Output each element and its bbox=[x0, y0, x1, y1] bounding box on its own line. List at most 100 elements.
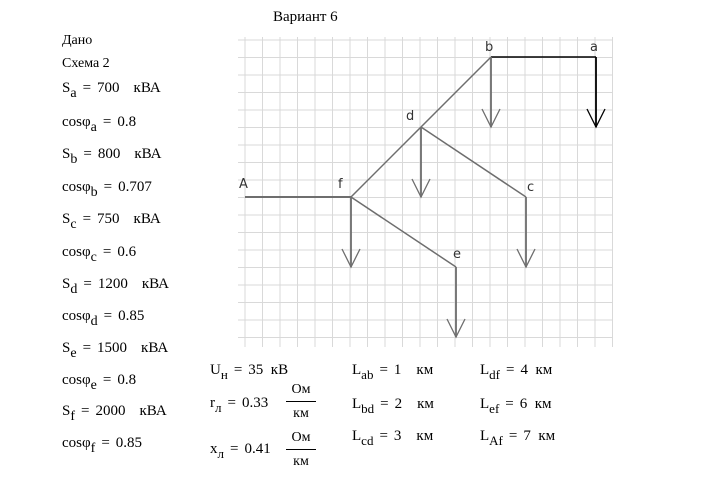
param-symbol: S bbox=[62, 211, 71, 227]
load-param-row: cosφf=0.85 bbox=[62, 435, 143, 456]
param-symbol: cosφ bbox=[62, 435, 91, 451]
param-value: 2000 bbox=[95, 403, 126, 419]
length-value: 6 bbox=[519, 396, 528, 412]
reactance-unit-denominator: км bbox=[293, 454, 309, 469]
equals-sign: = bbox=[81, 403, 90, 419]
param-symbol: S bbox=[62, 276, 71, 292]
param-value: 800 bbox=[97, 146, 121, 162]
branch-fd bbox=[350, 126, 422, 198]
param-value: 0.85 bbox=[115, 435, 143, 451]
param-value: 0.707 bbox=[118, 179, 152, 195]
node-label-c: c bbox=[527, 180, 534, 195]
length-subscript: df bbox=[489, 367, 501, 382]
length-symbol: L bbox=[352, 396, 362, 412]
length-subscript: ef bbox=[489, 401, 500, 416]
reactance-subscript: л bbox=[217, 446, 225, 461]
resistance-unit-denominator: км bbox=[293, 406, 309, 421]
equals-sign: = bbox=[83, 146, 92, 162]
param-unit: кВА bbox=[133, 80, 161, 96]
param-value: 750 bbox=[97, 211, 120, 227]
reactance-unit-fraction: Ом км bbox=[286, 430, 316, 470]
node-label-a: a bbox=[590, 40, 598, 55]
length-symbol: L bbox=[352, 428, 362, 444]
equals-sign: = bbox=[83, 276, 92, 292]
load-arrow-icon-b bbox=[481, 108, 501, 129]
branch-fe bbox=[350, 196, 457, 268]
equals-sign: = bbox=[103, 308, 113, 324]
node-label-b: b bbox=[485, 40, 493, 55]
load-param-row: cosφd=0.85 bbox=[62, 308, 145, 329]
length-unit: км bbox=[535, 362, 553, 378]
length-unit: км bbox=[538, 428, 556, 444]
equals-sign: = bbox=[505, 396, 514, 412]
length-symbol: L bbox=[480, 396, 490, 412]
load-param-row: cosφb=0.707 bbox=[62, 179, 152, 200]
param-subscript: b bbox=[70, 152, 78, 167]
voltage-value: 35 bbox=[248, 362, 264, 378]
voltage-symbol: U bbox=[210, 362, 221, 378]
param-value: 0.85 bbox=[118, 308, 145, 324]
param-symbol: S bbox=[62, 146, 71, 162]
reactance-value: 0.41 bbox=[244, 441, 271, 457]
param-subscript: e bbox=[90, 378, 97, 393]
reactance-unit-numerator: Ом bbox=[286, 430, 316, 450]
param-symbol: S bbox=[62, 340, 71, 356]
length-subscript: bd bbox=[361, 401, 375, 416]
length-value: 4 bbox=[520, 362, 528, 378]
param-subscript: a bbox=[90, 120, 97, 135]
param-symbol: S bbox=[62, 80, 71, 96]
param-value: 1200 bbox=[97, 276, 128, 292]
length-cd: Lcd=3 км bbox=[352, 428, 434, 448]
equals-sign: = bbox=[508, 428, 518, 444]
length-value: 2 bbox=[394, 396, 403, 412]
equals-sign: = bbox=[102, 114, 112, 130]
equals-sign: = bbox=[103, 179, 113, 195]
param-value: 0.6 bbox=[117, 244, 137, 260]
resistance-symbol: r bbox=[210, 395, 215, 411]
param-symbol: S bbox=[62, 403, 71, 419]
param-subscript: c bbox=[90, 250, 97, 265]
load-param-row: cosφc=0.6 bbox=[62, 244, 137, 265]
length-bd: Lbd=2 км bbox=[352, 396, 434, 416]
length-unit: км bbox=[416, 428, 434, 444]
length-ab: Lab=1 км bbox=[352, 362, 433, 382]
node-label-f: f bbox=[338, 177, 343, 192]
param-value: 0.8 bbox=[117, 372, 137, 388]
scheme-label: Схема 2 bbox=[62, 56, 110, 71]
length-unit: км bbox=[534, 396, 552, 412]
variant-title: Вариант 6 bbox=[273, 9, 338, 25]
param-value: 1500 bbox=[97, 340, 128, 356]
length-Af: LAf=7 км bbox=[480, 428, 556, 447]
branch-db bbox=[420, 56, 492, 128]
length-value: 7 bbox=[523, 428, 531, 444]
param-symbol: cosφ bbox=[62, 114, 91, 130]
length-df: Ldf=4 км bbox=[480, 362, 553, 382]
load-param-row: cosφe=0.8 bbox=[62, 372, 137, 393]
resistance-value: 0.33 bbox=[241, 395, 269, 411]
length-subscript: ab bbox=[361, 367, 374, 382]
param-value: 700 bbox=[97, 80, 120, 96]
node-label-d: d bbox=[406, 109, 414, 124]
length-ef: Lef = 6 км bbox=[480, 396, 552, 416]
length-symbol: L bbox=[480, 428, 490, 444]
param-subscript: f bbox=[90, 441, 96, 456]
resistance-unit-numerator: Ом bbox=[286, 382, 316, 402]
param-unit: кВА bbox=[141, 340, 169, 356]
load-param-row: cosφa=0.8 bbox=[62, 114, 136, 135]
param-subscript: c bbox=[70, 217, 77, 232]
load-arrow-icon-c bbox=[516, 248, 536, 269]
given-label: Дано bbox=[62, 33, 93, 48]
length-subscript: cd bbox=[361, 433, 374, 448]
equals-sign: = bbox=[379, 428, 388, 444]
param-symbol: cosφ bbox=[62, 244, 91, 260]
node-label-e: e bbox=[453, 247, 461, 262]
equals-sign: = bbox=[82, 340, 92, 356]
resistance-unit-fraction: Ом км bbox=[286, 382, 316, 422]
